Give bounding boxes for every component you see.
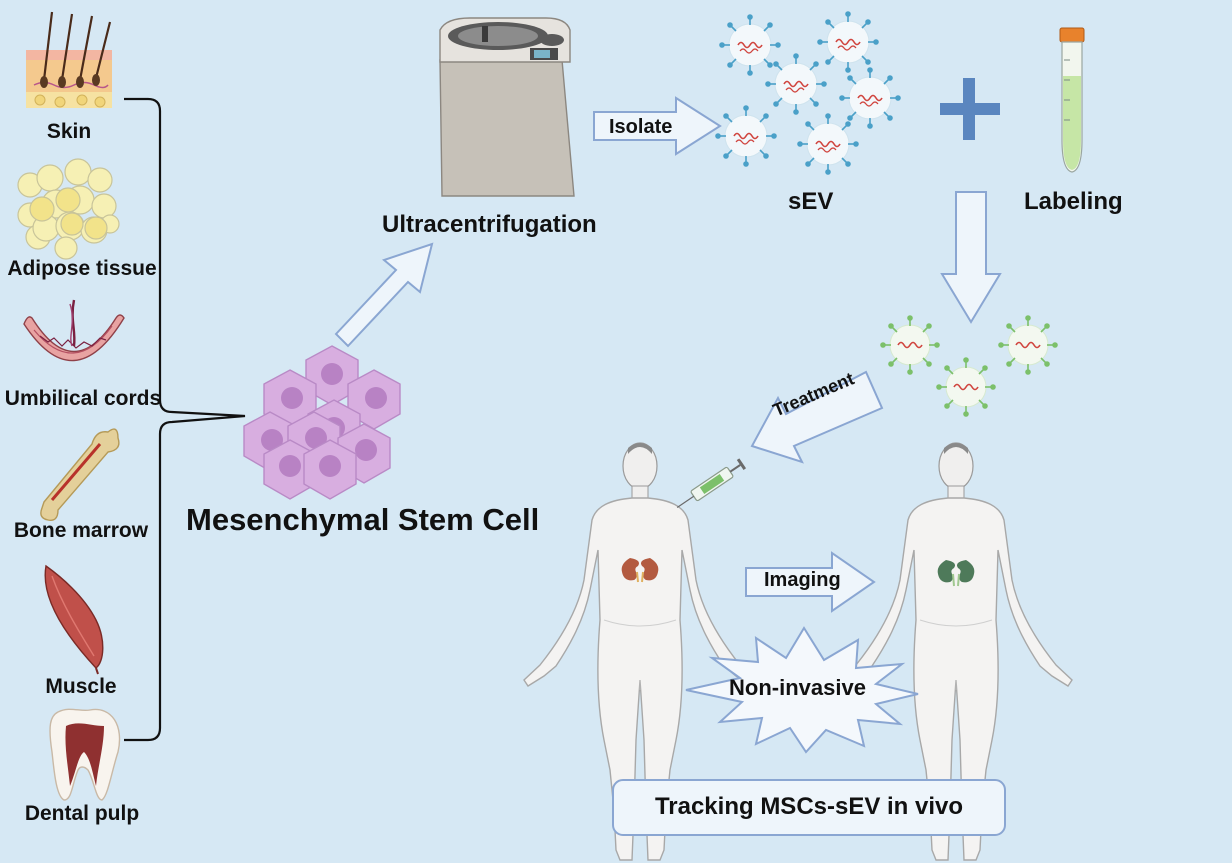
labeling-tube-icon [1059,27,1085,173]
isolate-label: Isolate [609,116,673,138]
plus-icon [940,78,1000,140]
arrow-treatment [750,370,884,464]
source-bracket [124,97,246,742]
labeling-label: Labeling [1024,188,1123,215]
source-label-umbilical: Umbilical cords [4,387,162,410]
sev-label: sEV [788,188,834,215]
arrow-down [940,191,1002,324]
source-label-muscle: Muscle [45,675,117,698]
tracking-label: Tracking MSCs-sEV in vivo [654,793,964,820]
tracking-box [612,779,1006,836]
tooth-icon [49,708,121,801]
kidney-icon [621,558,659,583]
umbilical-cord-icon [23,299,125,362]
labeled-sev-group [880,315,1058,417]
skin-tissue-icon [26,11,112,108]
arrow-to-centrifuge [334,242,434,348]
msc-cell-cluster [243,345,401,500]
sev-vesicle-group [715,11,901,175]
source-label-bone-marrow: Bone marrow [13,519,149,542]
bone-icon [40,428,120,521]
noninvasive-starburst [685,626,919,754]
muscle-icon [44,564,104,675]
centrifuge-icon [439,17,575,197]
msc-label: Mesenchymal Stem Cell [186,502,540,537]
noninvasive-label: Non-invasive [729,675,866,700]
kidney-labeled-icon [937,560,975,587]
arrow-imaging [745,551,876,613]
adipose-tissue-icon [17,158,120,260]
imaging-label: Imaging [764,569,841,591]
arrow-isolate [593,96,722,156]
source-label-skin: Skin [46,120,92,143]
syringe-icon [676,458,747,508]
source-label-adipose: Adipose tissue [7,257,157,280]
ultracentrifugation-label: Ultracentrifugation [382,211,597,238]
source-label-dental-pulp: Dental pulp [24,802,140,825]
